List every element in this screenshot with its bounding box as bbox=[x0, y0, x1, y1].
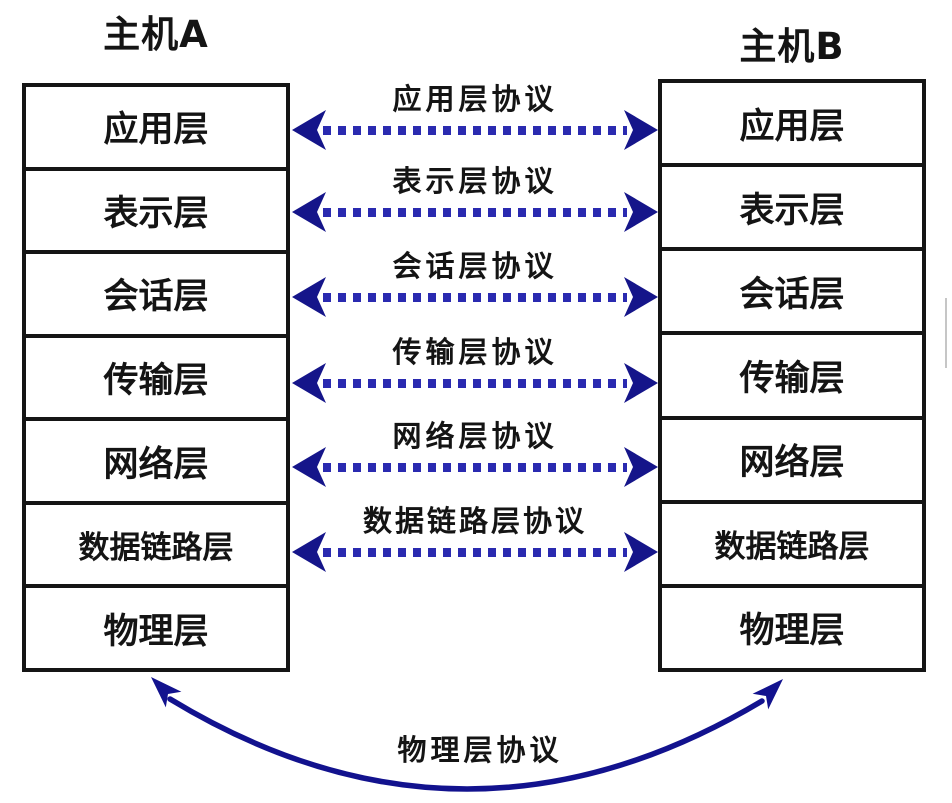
host-b-layer-datalink: 数据链路层 bbox=[662, 504, 922, 588]
protocol-arrow-datalink: 数据链路层协议 bbox=[292, 502, 658, 572]
dotted-double-arrow bbox=[292, 277, 658, 317]
host-b-layer-presentation: 表示层 bbox=[662, 167, 922, 252]
protocol-arrow-network: 网络层协议 bbox=[292, 417, 658, 487]
arrowhead-right-icon bbox=[624, 110, 658, 150]
dotted-line bbox=[323, 207, 627, 217]
physical-protocol-label: 物理层协议 bbox=[397, 733, 563, 767]
protocol-label: 网络层协议 bbox=[392, 419, 558, 453]
arc-arrowhead-left-icon bbox=[151, 677, 182, 708]
host-a-layer-datalink: 数据链路层 bbox=[26, 505, 286, 589]
arrowhead-left-icon bbox=[292, 277, 326, 317]
arrowhead-right-icon bbox=[624, 447, 658, 487]
dotted-line bbox=[323, 125, 627, 135]
arrowhead-right-icon bbox=[624, 532, 658, 572]
dotted-line bbox=[323, 547, 627, 557]
protocol-arrow-transport: 传输层协议 bbox=[292, 333, 658, 403]
dotted-double-arrow bbox=[292, 110, 658, 150]
protocol-label: 应用层协议 bbox=[392, 82, 558, 116]
arrowhead-right-icon bbox=[624, 363, 658, 403]
protocol-arrow-application: 应用层协议 bbox=[292, 80, 658, 150]
dotted-line bbox=[323, 462, 627, 472]
physical-protocol-arc bbox=[151, 677, 783, 792]
dotted-double-arrow bbox=[292, 363, 658, 403]
arc-arrowhead-right-icon bbox=[752, 679, 783, 710]
arrowhead-left-icon bbox=[292, 447, 326, 487]
host-b-layer-transport: 传输层 bbox=[662, 335, 922, 420]
protocol-label: 会话层协议 bbox=[392, 249, 558, 283]
protocol-arrow-presentation: 表示层协议 bbox=[292, 162, 658, 232]
dotted-double-arrow bbox=[292, 192, 658, 232]
host-a-layer-application: 应用层 bbox=[26, 87, 286, 171]
arrowhead-left-icon bbox=[292, 363, 326, 403]
dotted-double-arrow bbox=[292, 447, 658, 487]
protocol-arrow-session: 会话层协议 bbox=[292, 247, 658, 317]
host-a-layer-transport: 传输层 bbox=[26, 338, 286, 422]
arrowhead-left-icon bbox=[292, 110, 326, 150]
arrowhead-right-icon bbox=[624, 277, 658, 317]
host-a-layer-session: 会话层 bbox=[26, 254, 286, 338]
arrowhead-left-icon bbox=[292, 532, 326, 572]
host-a-layer-physical: 物理层 bbox=[103, 611, 209, 652]
host-b-layer-application: 应用层 bbox=[662, 83, 922, 168]
host-a-layer-presentation: 表示层 bbox=[26, 171, 286, 255]
arrowhead-right-icon bbox=[624, 192, 658, 232]
host-a-layer-network: 网络层 bbox=[26, 421, 286, 505]
protocol-label: 表示层协议 bbox=[392, 164, 558, 198]
host-b-layer-network: 网络层 bbox=[662, 420, 922, 504]
host-b-stack: 应用层 表示层 会话层 传输层 网络层 数据链路层 物理层 bbox=[658, 79, 926, 672]
host-b-title: 主机B bbox=[739, 25, 845, 68]
host-a-stack: 应用层 表示层 会话层 传输层 网络层 数据链路层 物理层 bbox=[22, 83, 290, 672]
arc-curve bbox=[167, 696, 765, 792]
arrowhead-left-icon bbox=[292, 192, 326, 232]
host-b-layer-physical: 物理层 bbox=[739, 611, 845, 652]
protocol-label: 传输层协议 bbox=[392, 335, 558, 369]
dotted-double-arrow bbox=[292, 532, 658, 572]
right-edge-artifact bbox=[945, 298, 947, 368]
dotted-line bbox=[323, 292, 627, 302]
host-a-title: 主机A bbox=[103, 13, 209, 56]
protocol-label: 数据链路层协议 bbox=[362, 504, 587, 538]
dotted-line bbox=[323, 378, 627, 388]
host-b-layer-session: 会话层 bbox=[662, 251, 922, 336]
